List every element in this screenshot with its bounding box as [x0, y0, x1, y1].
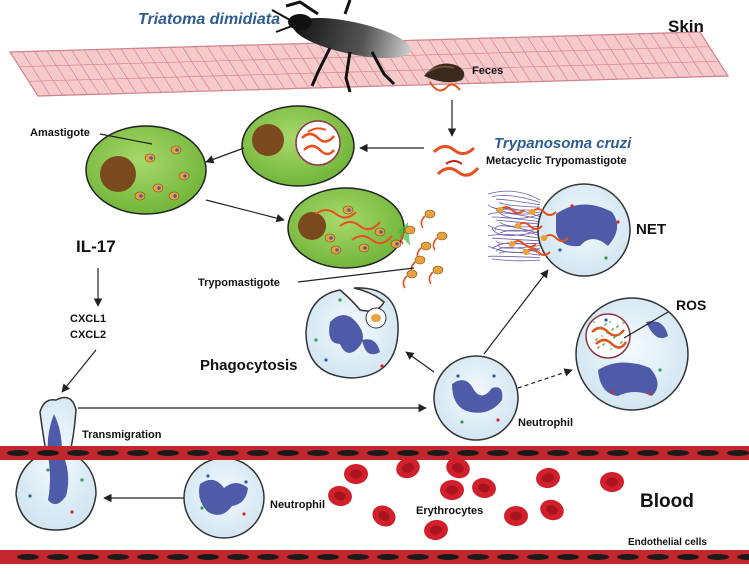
- feces-icon: [424, 63, 465, 83]
- arrow-amastigote-to-burst: [205, 199, 285, 223]
- transmigration-label: Transmigration: [82, 429, 162, 441]
- pointer-trypomastigote: [297, 267, 415, 283]
- skin-label: Skin: [668, 17, 704, 36]
- blood-neutrophil: [183, 457, 265, 539]
- blood-label: Blood: [640, 491, 694, 512]
- blood-vessel: [0, 446, 749, 564]
- arrow-cell-to-amastigote: [205, 147, 245, 164]
- arrows: [61, 100, 669, 503]
- parasite-label: Trypanosoma cruzi: [494, 135, 632, 152]
- amastigote-cell: [85, 125, 207, 215]
- metacyclic-trypomastigotes: [432, 145, 480, 177]
- free-trypomastigotes: [400, 209, 448, 289]
- pointer-amastigote: [99, 133, 153, 145]
- phagocytosis-label: Phagocytosis: [200, 357, 298, 374]
- neutrophil-blood-label: Neutrophil: [270, 499, 325, 511]
- transmigrating-neutrophil: [15, 396, 97, 531]
- net-label: NET: [636, 221, 666, 238]
- endothelial-label: Endothelial cells: [628, 537, 707, 548]
- infected-cell-bursting: [287, 187, 410, 269]
- triatoma-bug-icon: [271, 0, 411, 93]
- ros-label: ROS: [676, 297, 707, 313]
- arrow-to-net: [483, 269, 549, 355]
- feces-label: Feces: [472, 65, 504, 77]
- arrow-cxcl-to-transmigration: [61, 349, 97, 393]
- arrow-to-ros: [517, 368, 573, 389]
- il17-label: IL-17: [76, 237, 116, 256]
- phagocytosis-neutrophil: [305, 287, 399, 379]
- pointer-ros: [623, 311, 669, 339]
- trypomastigote-label: Trypomastigote: [198, 277, 280, 289]
- ros-neutrophil: [575, 297, 689, 411]
- erythrocytes: [328, 457, 624, 541]
- metacyclic-label: Metacyclic Trypomastigote: [486, 155, 627, 167]
- tissue-neutrophil: [433, 355, 519, 441]
- neutrophil-tissue-label: Neutrophil: [518, 417, 573, 429]
- vector-label: Triatoma dimidiata: [138, 11, 280, 28]
- net-neutrophil: [487, 183, 631, 277]
- cxcl1-label: CXCL1: [70, 313, 107, 325]
- arrow-to-phagocytosis: [405, 351, 435, 373]
- erythrocytes-label: Erythrocytes: [416, 505, 484, 517]
- amastigote-label: Amastigote: [30, 127, 90, 139]
- cxcl2-label: CXCL2: [70, 329, 107, 341]
- host-cell-top: [241, 105, 355, 187]
